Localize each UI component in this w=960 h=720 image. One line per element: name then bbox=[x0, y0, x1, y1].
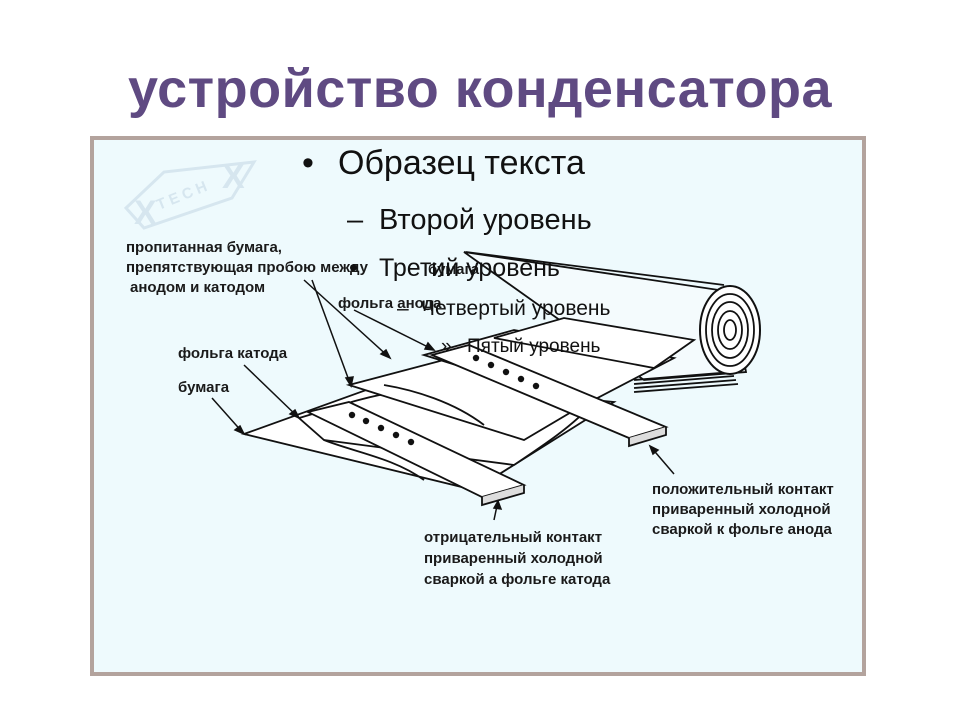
label-negative-contact: отрицательный контакт bbox=[424, 529, 602, 546]
watermark-logo: X X TECH bbox=[123, 158, 257, 232]
leader-lines bbox=[211, 279, 675, 521]
label-impregnated-paper-2: препятствующая пробою между bbox=[126, 259, 369, 276]
label-anode-foil: фольга анода bbox=[338, 295, 442, 312]
label-negative-contact-2: приваренный холодной bbox=[424, 550, 603, 567]
capacitor-diagram: X X TECH bbox=[123, 158, 834, 588]
label-impregnated-paper-3: анодом и катодом bbox=[130, 279, 265, 296]
label-negative-contact-3: сваркой а фольге катода bbox=[424, 571, 611, 588]
label-positive-contact-2: приваренный холодной bbox=[652, 501, 831, 518]
unrolled-layers bbox=[240, 317, 697, 507]
label-positive-contact: положительный контакт bbox=[652, 481, 834, 498]
label-cathode-foil: фольга катода bbox=[178, 345, 288, 362]
label-paper-top: бумага bbox=[428, 261, 480, 278]
svg-text:X: X bbox=[134, 194, 157, 232]
svg-text:X: X bbox=[222, 158, 245, 196]
slide-title: устройство конденсатора bbox=[127, 59, 833, 119]
label-positive-contact-3: сваркой к фольге анода bbox=[652, 521, 833, 538]
diagram-frame: X X TECH bbox=[90, 136, 866, 676]
label-impregnated-paper: пропитанная бумага, bbox=[126, 239, 282, 256]
label-paper: бумага bbox=[178, 379, 230, 396]
contact-holes bbox=[348, 354, 540, 446]
